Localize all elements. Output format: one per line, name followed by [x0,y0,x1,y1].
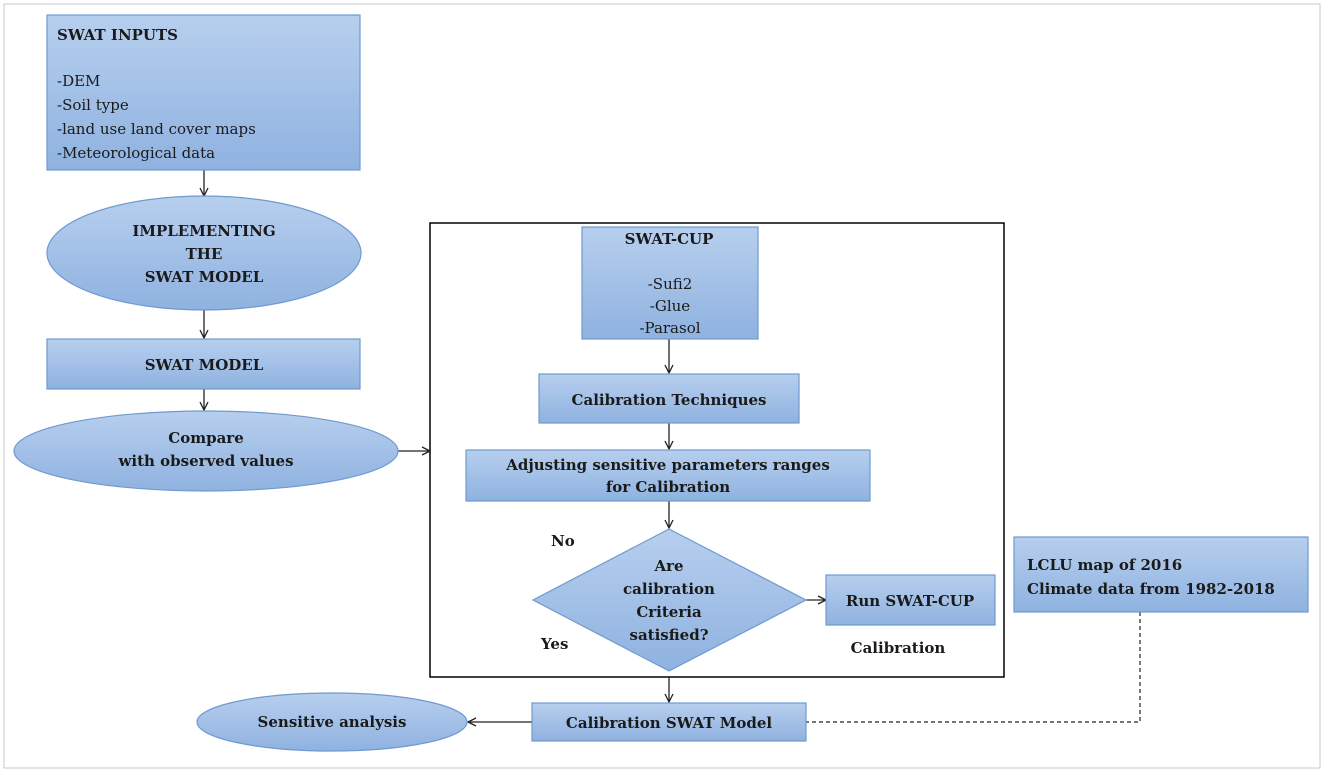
run-swat-cup-label: Run SWAT-CUP [846,592,974,610]
calibration-swat-model-label: Calibration SWAT Model [566,714,772,732]
swat-inputs-item: -land use land cover maps [57,120,256,138]
lclu-line: LCLU map of 2016 [1027,556,1182,574]
run-swat-cup-box: Run SWAT-CUP [825,574,996,626]
swat-inputs-item: -Soil type [57,96,129,114]
implementing-line: IMPLEMENTING [132,222,275,240]
swat-inputs-title: SWAT INPUTS [57,26,178,44]
adjusting-parameters-box: Adjusting sensitive parameters ranges fo… [465,449,871,502]
outer-frame [3,3,1321,769]
lclu-line: Climate data from 1982-2018 [1027,580,1275,598]
lclu-box: LCLU map of 2016 Climate data from 1982-… [1013,536,1309,613]
swat-model-box: SWAT MODEL [46,338,361,390]
calibration-techniques-label: Calibration Techniques [572,391,767,409]
decision-diamond: Are calibration Criteria satisfied? [531,528,808,672]
calibration-label: Calibration [851,639,946,657]
decision-line: calibration [623,580,715,598]
swat-model-label: SWAT MODEL [145,356,264,374]
yes-label: Yes [540,635,568,653]
calibration-techniques-box: Calibration Techniques [538,373,800,424]
swat-cup-item: -Parasol [639,319,700,337]
decision-line: Criteria [636,603,702,621]
connectors [204,170,1141,723]
swat-cup-title: SWAT-CUP [625,230,714,248]
swat-cup-box: SWAT-CUP -Sufi2 -Glue -Parasol [581,226,759,340]
sensitive-analysis-ellipse: Sensitive analysis [196,692,468,752]
adjusting-line: Adjusting sensitive parameters ranges [505,456,830,474]
swat-cup-item: -Glue [650,297,691,315]
dashed-lclu-to-calibration-model [806,612,1141,723]
no-label: No [551,532,575,550]
sensitive-analysis-label: Sensitive analysis [258,713,407,731]
implementing-ellipse: IMPLEMENTING THE SWAT MODEL [46,195,362,311]
swat-inputs-item: -Meteorological data [57,144,215,162]
adjusting-line: for Calibration [606,478,730,496]
compare-line: with observed values [117,452,293,470]
decision-line: Are [653,557,683,575]
swat-inputs-item: -DEM [57,72,100,90]
decision-line: satisfied? [630,626,709,644]
compare-ellipse: Compare with observed values [13,410,399,492]
implementing-line: SWAT MODEL [145,268,264,286]
swat-cup-item: -Sufi2 [648,275,693,293]
calibration-swat-model-box: Calibration SWAT Model [531,702,807,742]
compare-line: Compare [168,429,243,447]
swat-inputs-box: SWAT INPUTS -DEM -Soil type -land use la… [46,14,361,171]
implementing-line: THE [186,245,223,263]
